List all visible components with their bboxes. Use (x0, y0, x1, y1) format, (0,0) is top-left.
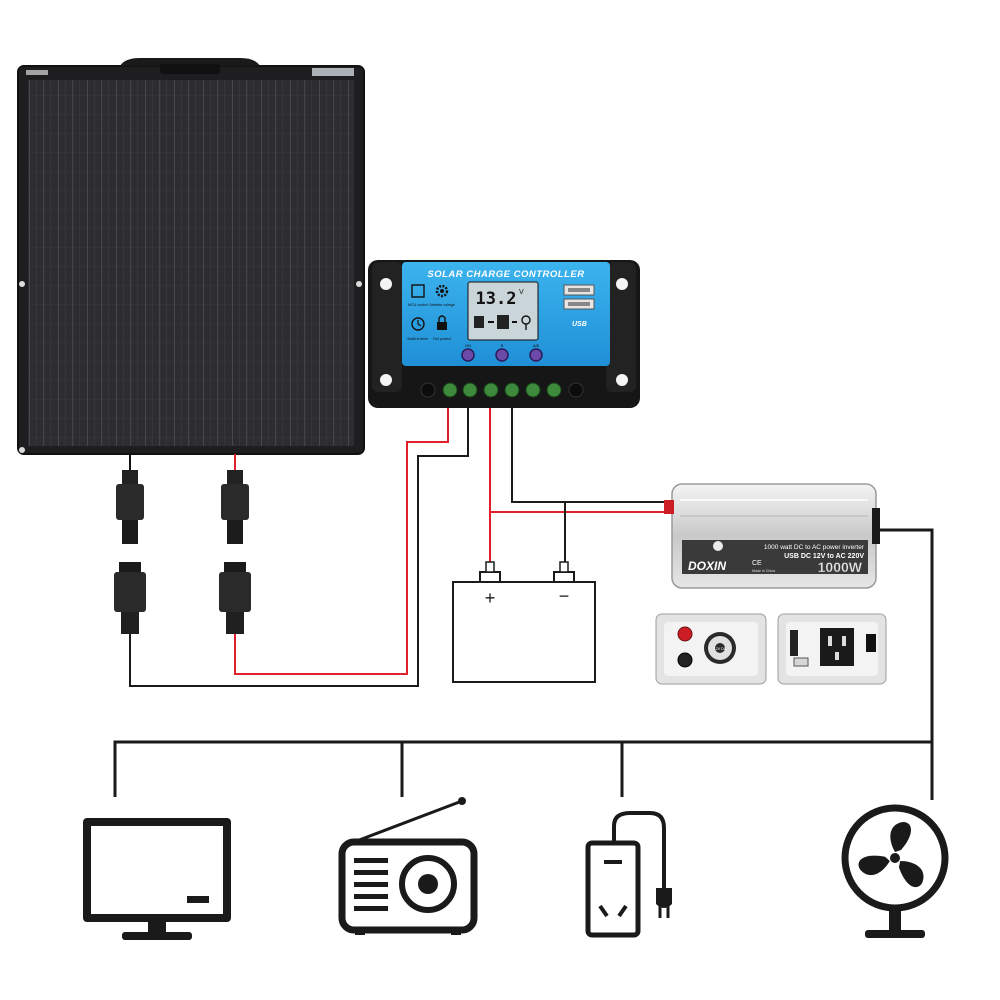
power-inverter: 1000 watt DC to AC power inverter USB DC… (664, 483, 880, 589)
lcd-unit: V (519, 289, 524, 296)
button-ab (529, 348, 543, 362)
battery-plus-label: + (485, 588, 496, 608)
button-on (461, 348, 475, 362)
mc4-connector-positive (219, 454, 251, 634)
fan-icon (841, 804, 949, 938)
star-logo-icon (713, 541, 723, 551)
inverter-spec-line2: USB DC 12V to AC 220V (784, 553, 864, 560)
controller-terminals (420, 382, 584, 398)
lcd-display (467, 281, 539, 341)
button-label-b: B (501, 343, 504, 348)
panel-positive-wire (234, 398, 449, 675)
gear-icon (435, 284, 449, 298)
battery: + − (452, 561, 596, 683)
inverter-dc-end: 12V DC (655, 613, 767, 685)
usb-label: USB (572, 321, 587, 328)
panel-negative-wire (129, 398, 469, 687)
button-b (495, 348, 509, 362)
power-socket-icon (585, 811, 672, 938)
ac-output-wire (876, 528, 934, 800)
feature-label-mcu: MCU control (408, 303, 428, 307)
inverter-dc-label: 12V DC (714, 647, 727, 651)
controller-buttons: ON B A/B (461, 343, 543, 362)
cooling-fan-icon (704, 632, 736, 664)
chip-icon (411, 284, 425, 298)
inverter-made-in: Made in China (752, 569, 775, 573)
monitor-icon (83, 818, 231, 940)
battery-minus-label: − (559, 586, 570, 606)
battery-positive-wire (489, 398, 671, 513)
controller-title: SOLAR CHARGE CONTROLLER (427, 269, 584, 280)
clock-icon (411, 317, 425, 331)
lock-icon (437, 315, 447, 330)
inverter-watts: 1000W (818, 559, 863, 575)
inverter-spec-line1: 1000 watt DC to AC power inverter (764, 544, 865, 551)
lcd-status-icons (474, 315, 531, 330)
svg-text:13.2: 13.2 (476, 289, 517, 309)
feature-label-voltage: Settable voltage (429, 303, 455, 307)
load-negative-wire (511, 398, 670, 503)
feature-label-protect: Full protect (433, 337, 451, 341)
inverter-brand: DOXIN (688, 559, 726, 573)
radio-icon (338, 797, 478, 935)
feature-label-timer: Build-in timer (408, 337, 430, 341)
usb-ports (563, 284, 595, 310)
inverter-ce-mark: CE (752, 560, 762, 567)
solar-panel (17, 58, 365, 455)
button-label-on: ON (465, 343, 471, 348)
wires (113, 398, 934, 800)
charge-controller: SOLAR CHARGE CONTROLLER MCU control Sett… (368, 260, 640, 408)
button-label-ab: A/B (533, 343, 540, 348)
lcd-value: 13.2 (476, 289, 517, 309)
mc4-connector-negative (114, 454, 146, 634)
universal-socket-icon (820, 628, 854, 666)
inverter-ac-end (777, 613, 887, 685)
ac-bus-wire (113, 740, 932, 797)
